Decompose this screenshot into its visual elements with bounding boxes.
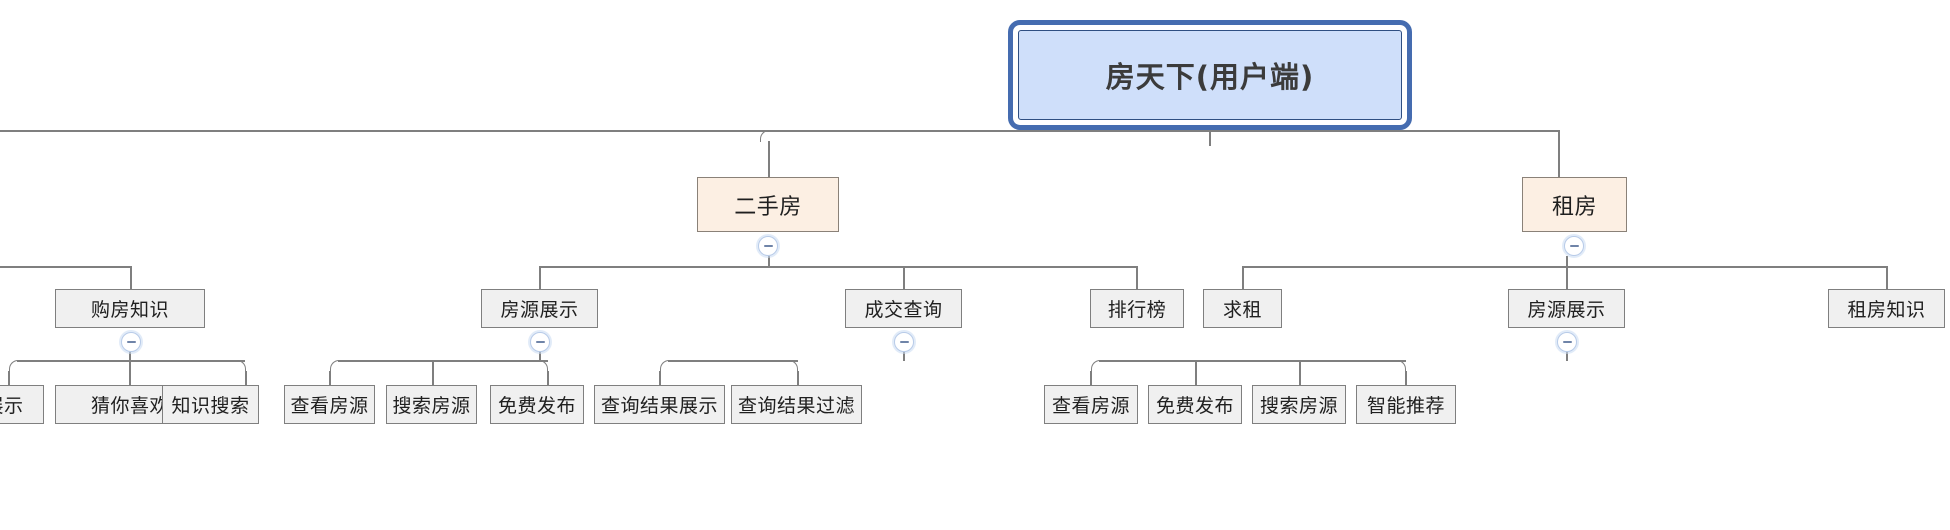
edge-stem-fangyuan1-leaves [539, 352, 541, 361]
leaf-node-zhishisousuo[interactable]: 知识搜索 [162, 385, 259, 424]
edge-stem-chengjiao-leaves [903, 352, 905, 361]
edge-corner-leaf-zhanshi [9, 360, 19, 372]
edge-drop-leaf-cainixihuan [129, 360, 131, 385]
leaf-node-sousuofangyuan-ershoufang[interactable]: 搜索房源 [386, 385, 477, 424]
collapse-toggle-fangyuanzhanshi-ershoufang[interactable] [530, 332, 550, 352]
root-node-fangtianxia[interactable]: 房天下(用户端) [1018, 30, 1402, 120]
collapse-toggle-fangyuanzhanshi-zufang[interactable] [1557, 332, 1577, 352]
leaf-node-mianfeifabu-ershoufang[interactable]: 免费发布 [490, 385, 584, 424]
edge-corner-ershoufang [760, 130, 770, 142]
edge-corner-leaf-zhinengtuijian [1396, 360, 1406, 372]
edge-corner-leaf-chaxunguolv [788, 360, 798, 372]
edge-stem-zufang-children [1566, 256, 1568, 267]
edge-drop-leaf-zhanshi [8, 371, 10, 385]
edge-root-stem [1209, 130, 1211, 146]
edge-bar-ershoufang-children [540, 266, 1138, 268]
edge-bar-fangyuan2-leaves [1099, 360, 1406, 362]
collapse-toggle-chengjiaochaxun[interactable] [894, 332, 914, 352]
edge-drop-zufang [1558, 130, 1560, 177]
edge-drop-goufangzhishi [130, 266, 132, 289]
leaf-node-chakanfangyuan-ershoufang[interactable]: 查看房源 [284, 385, 375, 424]
edge-drop-leaf-chaxunguolv [797, 371, 799, 385]
edge-drop-leaf-chaxunzhanshi [659, 371, 661, 385]
edge-drop-leaf-mianfeifabu-2 [1195, 360, 1197, 385]
edge-drop-leaf-mianfeifabu-1 [547, 371, 549, 385]
edge-corner-leaf-chakanfangyuan-1 [330, 360, 340, 372]
edge-drop-leaf-chakanfangyuan-1 [329, 371, 331, 385]
edge-bar-zufang-children [1243, 266, 1888, 268]
edge-drop-leaf-zhishisousuo [245, 371, 247, 385]
edge-drop-leaf-sousuofangyuan-1 [432, 360, 434, 385]
level3-node-fangyuanzhanshi-ershoufang[interactable]: 房源展示 [481, 289, 598, 328]
edge-corner-leaf-chaxunzhanshi [660, 360, 670, 372]
level3-node-goufangzhishi[interactable]: 购房知识 [55, 289, 205, 328]
edge-corner-leaf-chakanfangyuan-2 [1091, 360, 1101, 372]
collapse-toggle-ershoufang[interactable] [758, 236, 778, 256]
branch-node-zufang[interactable]: 租房 [1522, 177, 1627, 232]
leaf-node-mianfeifabu-zufang[interactable]: 免费发布 [1148, 385, 1242, 424]
collapse-toggle-zufang[interactable] [1564, 236, 1584, 256]
edge-bar-chengjiao-leaves [668, 360, 798, 362]
leaf-node-chaxunjieguoguolv[interactable]: 查询结果过滤 [731, 385, 862, 424]
leaf-node-zhinengtuijian[interactable]: 智能推荐 [1356, 385, 1456, 424]
edge-drop-chengjiaochaxun [903, 266, 905, 289]
edge-drop-qiuzu [1242, 266, 1244, 289]
edge-bar-offscreen-children [0, 266, 132, 268]
edge-drop-paihangbang [1136, 266, 1138, 289]
level3-node-chengjiaochaxun[interactable]: 成交查询 [845, 289, 962, 328]
edge-stem-fangyuan2-leaves [1566, 352, 1568, 361]
collapse-toggle-goufangzhishi[interactable] [121, 332, 141, 352]
edge-stem-ershoufang-children [768, 256, 770, 267]
edge-bar-goufangzhishi-leaves [17, 360, 245, 362]
edge-stem-goufangzhishi-leaves [129, 352, 131, 361]
leaf-node-chaxunjieguozhanshi[interactable]: 查询结果展示 [594, 385, 725, 424]
edge-bar-fangyuan1-leaves [338, 360, 548, 362]
edge-drop-leaf-sousuofangyuan-2 [1299, 360, 1301, 385]
leaf-node-sousuofangyuan-zufang[interactable]: 搜索房源 [1252, 385, 1346, 424]
edge-corner-leaf-zhishisousuo [236, 360, 246, 372]
edge-drop-zufangzhishi [1886, 266, 1888, 289]
edge-drop-fangyuanzhanshi-2 [1566, 266, 1568, 289]
edge-corner-leaf-mianfeifabu-1 [538, 360, 548, 372]
level3-node-zufangzhishi[interactable]: 租房知识 [1828, 289, 1945, 328]
branch-node-ershoufang[interactable]: 二手房 [697, 177, 839, 232]
level3-node-fangyuanzhanshi-zufang[interactable]: 房源展示 [1508, 289, 1625, 328]
edge-drop-leaf-zhinengtuijian [1405, 371, 1407, 385]
level3-node-qiuzu[interactable]: 求租 [1203, 289, 1282, 328]
edge-drop-leaf-chakanfangyuan-2 [1090, 371, 1092, 385]
edge-trunk-horizontal [0, 130, 1560, 132]
edge-drop-fangyuanzhanshi-1 [539, 266, 541, 289]
level3-node-paihangbang[interactable]: 排行榜 [1090, 289, 1184, 328]
edge-drop-ershoufang [768, 141, 770, 177]
leaf-node-chakanfangyuan-zufang[interactable]: 查看房源 [1044, 385, 1138, 424]
leaf-node-zhanshi[interactable]: 展示 [0, 385, 44, 424]
